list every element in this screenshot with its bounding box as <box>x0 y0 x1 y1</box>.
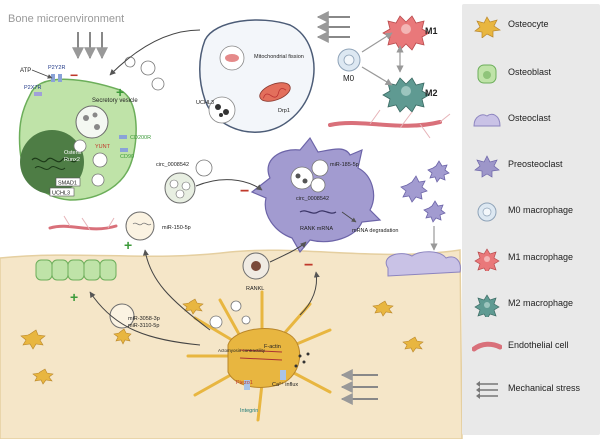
osteocyte-vesicles <box>209 300 251 329</box>
mir150-exosome <box>125 211 155 241</box>
legend-item: Osteocyte <box>462 14 600 39</box>
label-uchl3-top: UCHL3 <box>196 100 214 106</box>
legend-item: M0 macrophage <box>462 200 600 224</box>
label-circ-inner: circ_0008542 <box>296 196 329 202</box>
minus-rankl: − <box>304 257 313 274</box>
label-uchl3-left: UCHL3 <box>52 191 70 197</box>
m0-macrophage <box>337 48 361 72</box>
label-mir3110: miR-3110-5p <box>128 323 159 329</box>
main-osteocyte <box>186 290 332 422</box>
legend-item: M2 macrophage <box>462 293 600 320</box>
plus-lining: + <box>70 289 78 305</box>
legend-item-label: Osteoclast <box>508 113 551 123</box>
label-secretory-vesicle: Secretory vesicle <box>92 98 138 104</box>
mitochondrion <box>259 82 291 102</box>
legend-item: Endothelial cell <box>462 335 600 359</box>
label-factin: F-actin <box>264 344 281 350</box>
secretory-vesicle <box>75 105 109 139</box>
label-rank-mrna: RANK mRNA <box>300 226 333 232</box>
legend-item: Mechanical stress <box>462 378 600 402</box>
osteocyte-icon <box>472 14 502 39</box>
legend-item-label: Preosteoclast <box>508 159 563 169</box>
label-actomyosin: Actomyosin contractility <box>218 348 266 353</box>
m2-macrophage <box>382 77 430 113</box>
legend-item-label: Osteocyte <box>508 19 549 29</box>
mechanical-stress-arrows-bottom <box>340 369 378 405</box>
plus-osteoblast: + <box>116 84 124 100</box>
preosteoclast-small-group <box>400 160 450 223</box>
legend-item-label: Mechanical stress <box>508 383 581 393</box>
m1-macrophage-icon <box>472 247 502 274</box>
mir3058-exosome <box>109 303 135 329</box>
label-cd90: CD90 <box>120 154 134 160</box>
blood-vessel-right <box>328 120 442 128</box>
mechanical-stress-arrows-top <box>72 32 108 60</box>
rankl-exosome <box>242 252 270 280</box>
osteoclast-cell <box>385 251 461 277</box>
mechanical-stress-icon <box>472 378 502 402</box>
legend-item-label: M2 macrophage <box>508 298 574 308</box>
label-mir3058: miR-3058-3p <box>128 316 160 322</box>
label-integrin: Integrin <box>240 408 258 414</box>
label-circ-top: circ_0008542 <box>156 162 189 168</box>
preosteoclast-icon <box>472 154 502 178</box>
label-p2y2r: P2Y2R <box>48 65 65 71</box>
legend-item-label: M1 macrophage <box>508 252 574 262</box>
label-mir150: miR-150-5p <box>162 225 191 231</box>
blood-vessel-left <box>48 224 118 231</box>
label-mrna-degradation: mRNA degradation <box>352 228 398 234</box>
label-cd200r: CD200R <box>130 135 151 141</box>
label-p2x7r: P2X7R <box>24 85 41 91</box>
legend-item-label: Endothelial cell <box>508 340 569 350</box>
legend-item-label: Osteoblast <box>508 67 552 77</box>
minus-circ: − <box>240 183 249 200</box>
label-m2: M2 <box>425 88 438 98</box>
label-yap: YUNT <box>95 144 111 150</box>
legend-item-label: M0 macrophage <box>508 205 574 215</box>
diagram-title: Bone microenvironment <box>8 13 124 25</box>
preosteoclast-cell <box>250 136 382 254</box>
bone-lining-cells <box>35 259 117 281</box>
mitochondrial-cell <box>199 19 315 133</box>
mechanical-stress-arrows-right <box>316 11 350 43</box>
legend-item: Osteoclast <box>462 108 600 132</box>
label-atp: ATP <box>20 68 31 74</box>
label-osterix: Osterix <box>64 150 82 156</box>
label-smad1: SMAD1 <box>58 181 77 187</box>
circ-exosome <box>164 159 213 204</box>
legend-item: Preosteoclast <box>462 154 600 178</box>
label-mir185: miR-185-5p <box>330 162 359 168</box>
endothelial-cell-icon <box>471 335 503 359</box>
legend-item: Osteoblast <box>462 62 600 86</box>
minus-atp: − <box>70 67 78 83</box>
m2-macrophage-icon <box>472 293 502 320</box>
exosome-cluster-top <box>124 56 165 91</box>
label-runx2: Runx2 <box>64 157 80 163</box>
label-m1: M1 <box>425 26 438 36</box>
osteocyte-group <box>20 298 424 385</box>
osteoblast-icon <box>472 62 502 86</box>
m0-macrophage-icon <box>472 200 502 224</box>
label-calcium: Ca²⁺ influx <box>272 381 298 388</box>
label-rankl: RANKL <box>246 286 264 292</box>
m1-macrophage <box>382 15 430 51</box>
osteoclast-icon <box>472 108 502 132</box>
label-drp1: Drp1 <box>278 108 290 114</box>
legend-item: M1 macrophage <box>462 247 600 274</box>
label-mito-fission: Mitochondrial fission <box>254 54 304 60</box>
label-m0: M0 <box>343 74 355 83</box>
label-piezo1: Piezo1 <box>236 380 253 386</box>
plus-mir150: + <box>124 237 132 253</box>
